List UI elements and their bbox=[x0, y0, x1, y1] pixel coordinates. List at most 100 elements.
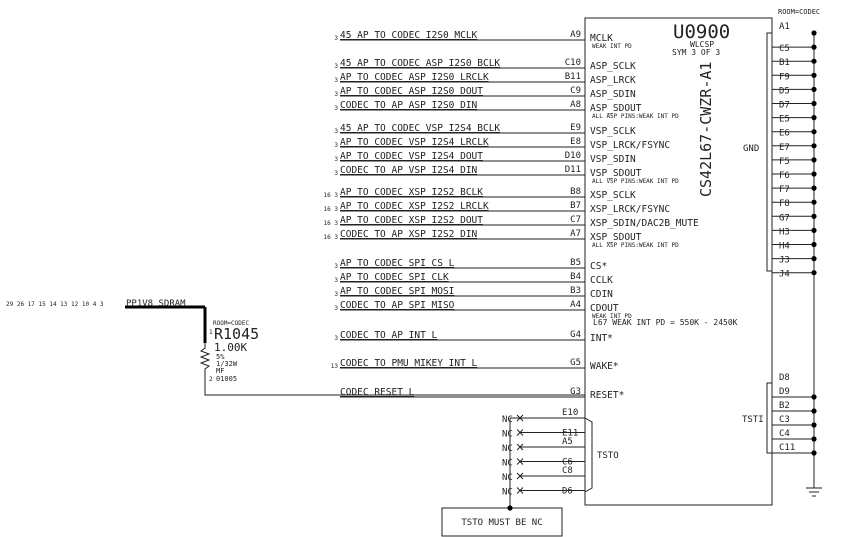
pin-number: D11 bbox=[565, 165, 581, 175]
junction-dot bbox=[811, 450, 817, 456]
rail-name: PP1V8_SDRAM bbox=[126, 299, 186, 309]
pin-number: A8 bbox=[570, 100, 581, 110]
net-label: AP_TO_CODEC_XSP_I2S2_DOUT bbox=[340, 215, 483, 226]
tsto-pin-number: D6 bbox=[562, 487, 573, 497]
page-ref: 3 bbox=[334, 291, 338, 298]
tsto-pin-number: A5 bbox=[562, 437, 573, 447]
gnd-pin-number: F9 bbox=[779, 72, 790, 82]
pin-number: C9 bbox=[570, 86, 581, 96]
junction-dot bbox=[811, 408, 817, 414]
net-label: CODEC_TO_AP_INT_L bbox=[340, 330, 438, 341]
nc-x-mark bbox=[516, 472, 524, 480]
pin-number: B3 bbox=[570, 286, 581, 296]
junction-dot bbox=[811, 72, 817, 78]
part-package: WLCSP bbox=[690, 40, 714, 49]
junction-dot bbox=[811, 100, 817, 107]
junction-dot bbox=[811, 199, 817, 205]
net-label: 45_AP_TO_CODEC_VSP_I2S4_BCLK bbox=[340, 123, 500, 134]
junction-dot bbox=[811, 30, 817, 36]
signal-name: CCLK bbox=[590, 275, 613, 286]
net-label: AP_TO_CODEC_ASP_I2S0_LRCLK bbox=[340, 72, 489, 83]
page-ref: 16 3 bbox=[324, 220, 339, 227]
pin-number: G3 bbox=[570, 387, 581, 397]
gnd-pin-number: E7 bbox=[779, 143, 790, 153]
signal-name: RESET* bbox=[590, 390, 624, 401]
signal-name: ASP_SDOUT bbox=[590, 103, 642, 114]
junction-dot bbox=[507, 505, 513, 511]
nc-label: NC bbox=[502, 473, 513, 483]
signal-name: VSP_SDIN bbox=[590, 154, 636, 165]
page-ref: 3 bbox=[334, 305, 338, 312]
resistor-type: MF bbox=[216, 367, 224, 375]
room-label-top: ROOM=CODEC bbox=[778, 8, 820, 16]
gnd-pin-number: D5 bbox=[779, 86, 790, 96]
tsto-pin-number: E10 bbox=[562, 408, 578, 418]
part-sym: SYM 3 OF 3 bbox=[672, 48, 720, 57]
signal-name: CDIN bbox=[590, 289, 613, 300]
signal-name: ASP_SDIN bbox=[590, 89, 636, 100]
pin-number: B7 bbox=[570, 201, 581, 211]
resistor-room: ROOM=CODEC bbox=[213, 320, 250, 327]
signal-name: ASP_LRCK bbox=[590, 75, 636, 86]
nc-x-mark bbox=[516, 429, 524, 436]
ic-body bbox=[584, 17, 773, 506]
pin-number: A7 bbox=[570, 229, 581, 239]
junction-dot bbox=[811, 394, 817, 400]
junction-dot bbox=[811, 241, 817, 248]
page-ref: 3 bbox=[334, 105, 338, 112]
pin-note: ALL ASP PINS:WEAK INT PD bbox=[592, 113, 679, 120]
gnd-pin-number: F7 bbox=[779, 185, 790, 195]
signal-name: XSP_LRCK/FSYNC bbox=[590, 204, 670, 215]
net-label: AP_TO_CODEC_ASP_I2S0_DOUT bbox=[340, 86, 483, 97]
gnd-pin-number: F6 bbox=[779, 171, 790, 181]
signal-name: VSP_SCLK bbox=[590, 126, 636, 137]
net-label: 45_AP_TO_CODEC_I2S0_MCLK bbox=[340, 30, 478, 41]
gnd-pin-number: C5 bbox=[779, 44, 790, 54]
page-ref: 3 bbox=[334, 35, 338, 42]
page-ref: 3 bbox=[334, 128, 338, 135]
signal-name: INT* bbox=[590, 333, 613, 344]
junction-dot bbox=[811, 256, 817, 262]
rail-page-refs: 29 26 17 15 14 13 12 10 4 3 bbox=[6, 301, 104, 308]
junction-dot bbox=[811, 115, 817, 121]
net-label: CODEC_TO_PMU_MIKEY_INT_L bbox=[340, 358, 478, 369]
gnd-pin-number: H4 bbox=[779, 242, 790, 252]
gnd-pin-number: J4 bbox=[779, 270, 790, 280]
part-refdes: U0900 bbox=[673, 21, 730, 43]
pin-number: D10 bbox=[565, 151, 581, 161]
tsto-pin-number: C6 bbox=[562, 458, 573, 468]
page-ref: 13 bbox=[331, 363, 339, 370]
resistor-size: 01005 bbox=[216, 375, 237, 383]
page-ref: 3 bbox=[334, 63, 338, 70]
nc-label: NC bbox=[502, 488, 513, 498]
part-number: CS42L67-CWZR-A1 bbox=[697, 62, 715, 197]
resistor-refdes: R1045 bbox=[214, 325, 259, 343]
nc-x-mark bbox=[516, 458, 524, 465]
page-ref: 3 bbox=[334, 263, 338, 270]
resistor-value: 1.00K bbox=[214, 341, 247, 354]
junction-dot bbox=[811, 185, 817, 191]
tsti-pin-number: C4 bbox=[779, 429, 790, 439]
net-label: CODEC_TO_AP_ASP_I2S0_DIN bbox=[340, 100, 478, 111]
net-label: CODEC_RESET_L bbox=[340, 387, 415, 398]
page-ref: 3 bbox=[334, 142, 338, 149]
tsto-pin-number: E11 bbox=[562, 429, 578, 439]
junction-dot bbox=[811, 227, 817, 233]
page-ref: 3 bbox=[334, 277, 338, 284]
tsti-pin-number: C11 bbox=[779, 443, 795, 453]
pin-number: B4 bbox=[570, 272, 581, 282]
net-label: CODEC_TO_AP_SPI_MISO bbox=[340, 300, 455, 311]
page-ref: 16 3 bbox=[324, 192, 339, 199]
r1045-body-and-wire bbox=[199, 343, 585, 396]
gnd-pin-number: F5 bbox=[779, 157, 790, 167]
pin-number: A9 bbox=[570, 30, 581, 40]
tsto-bracket bbox=[584, 417, 593, 493]
tsti-label: TSTI bbox=[742, 415, 764, 425]
net-label: CODEC_TO_AP_XSP_I2S2_DIN bbox=[340, 229, 478, 240]
signal-name: CS* bbox=[590, 261, 607, 272]
pin-number: A4 bbox=[570, 300, 581, 310]
pin-number: B5 bbox=[570, 258, 581, 268]
net-label: AP_TO_CODEC_VSP_I2S4_DOUT bbox=[340, 151, 483, 162]
pin-number: B8 bbox=[570, 187, 581, 197]
